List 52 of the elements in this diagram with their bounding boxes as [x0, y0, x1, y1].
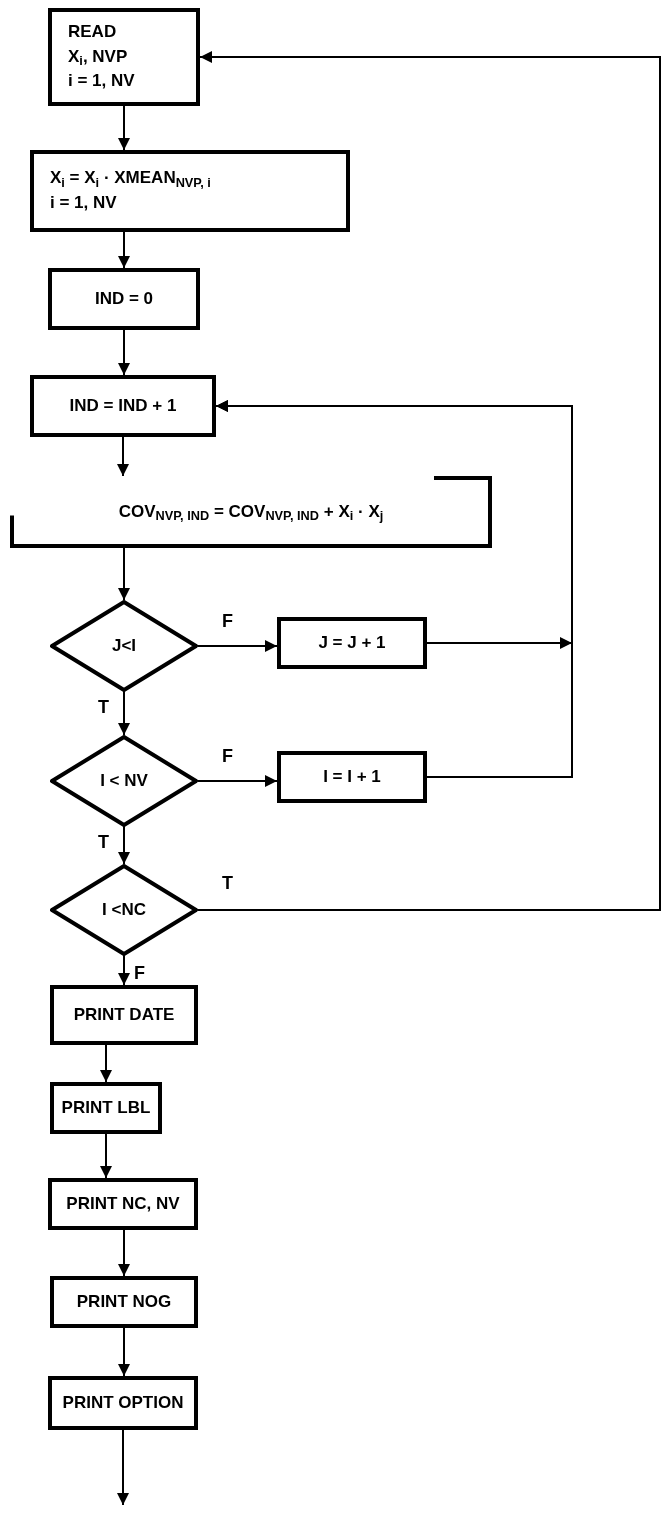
process-box: [48, 268, 200, 330]
arrow: [100, 1044, 112, 1083]
arrow: [118, 231, 130, 269]
arrow: [118, 329, 130, 376]
arrow: [118, 105, 130, 151]
edge-label: T: [96, 698, 111, 716]
step-text: i = 1, NV: [68, 70, 135, 93]
step-text: PRINT OPTION: [62, 1391, 184, 1414]
step-text: READ: [68, 21, 117, 44]
step-text: PRINT NOG: [76, 1290, 172, 1313]
step-text: J = J + 1: [318, 631, 386, 654]
step-text: PRINT NC, NV: [66, 1192, 180, 1215]
step-text: IND = 0: [94, 287, 154, 310]
step-text: IND = IND + 1: [69, 394, 177, 417]
arrow: [118, 826, 130, 865]
arrow: [197, 640, 278, 652]
arrow: [197, 51, 661, 911]
edge-label: F: [220, 612, 235, 630]
step-text: X$_{i}$, NVP: [68, 45, 128, 70]
condition-text: J<I: [111, 634, 137, 657]
process-box: [277, 617, 427, 669]
arrow: [117, 436, 129, 477]
process-box: [50, 1276, 198, 1328]
condition-text: I <NC: [102, 898, 146, 921]
process-box: [48, 8, 200, 106]
condition-text: I < NV: [100, 769, 148, 792]
step-text: i = 1, NV: [50, 192, 117, 214]
edge-label: T: [96, 833, 111, 851]
step-text: I = I + 1: [323, 765, 381, 788]
arrow: [118, 691, 130, 736]
edge-label: F: [132, 964, 147, 982]
process-box: [50, 985, 198, 1045]
step-text: PRINT DATE: [73, 1003, 175, 1026]
arrow: [100, 1133, 112, 1179]
process-box: [50, 1082, 162, 1134]
arrow: [215, 400, 573, 778]
arrow: [197, 775, 278, 787]
arrow: [117, 1429, 129, 1506]
process-box: [30, 375, 216, 437]
process-box: [48, 1376, 198, 1430]
edge-label: T: [220, 874, 235, 892]
process-box: [277, 751, 427, 803]
process-box: [48, 1178, 198, 1230]
step-text: X$_{i}$ = X$_{i}$ · XMEAN$_{NVP, i}$: [50, 167, 211, 191]
process-box: [30, 150, 350, 232]
arrow: [118, 1229, 130, 1277]
arrow: [118, 955, 130, 986]
step-text: PRINT LBL: [61, 1096, 151, 1119]
step-text: COV$_{NVP, IND}$ = COV$_{NVP, IND}$ + X$_{i}$ · X$_{j}$: [118, 500, 384, 525]
arrow: [118, 1327, 130, 1377]
arrow: [118, 547, 130, 601]
edge-label: F: [220, 747, 235, 765]
